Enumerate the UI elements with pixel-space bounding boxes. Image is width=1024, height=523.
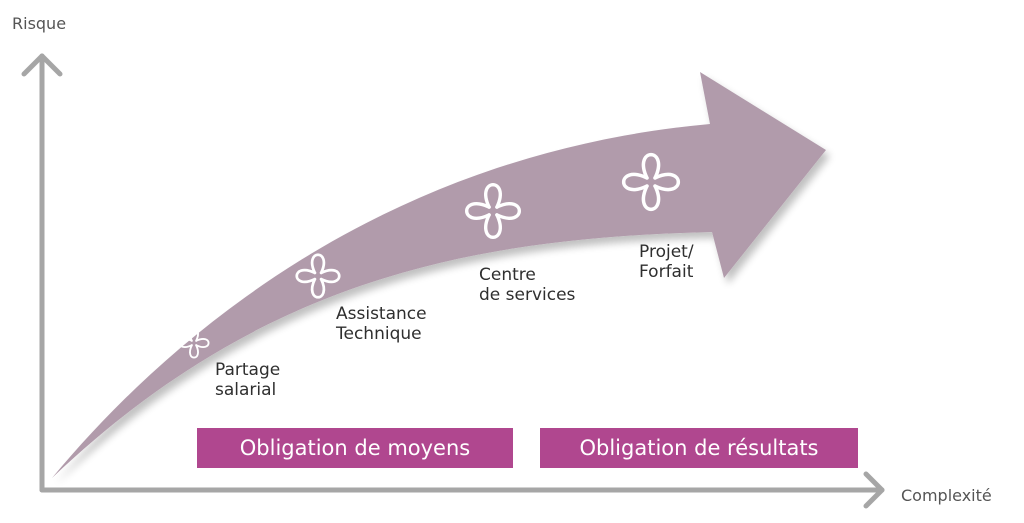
stage-label-assistance-technique: Assistance Technique <box>336 304 427 344</box>
x-axis-arrowhead <box>863 471 885 509</box>
stage-label-line1: Projet/ <box>639 242 694 262</box>
stage-label-line1: Partage <box>215 360 281 380</box>
stage-label-projet-forfait: Projet/ Forfait <box>639 242 694 282</box>
stage-label-line2: Technique <box>336 324 422 344</box>
y-axis-arrowhead <box>21 53 63 77</box>
x-axis-label: Complexité <box>901 486 992 505</box>
stage-label-line1: Centre <box>479 265 536 285</box>
stage-label-partage-salarial: Partage salarial <box>215 360 280 400</box>
stage-label-line2: de services <box>479 285 576 305</box>
stage-label-line1: Assistance <box>336 304 427 324</box>
progression-arrow <box>52 72 826 478</box>
stage-label-centre-de-services: Centre de services <box>479 265 575 305</box>
obligation-moyens-box: Obligation de moyens <box>197 428 513 468</box>
obligation-resultats-box: Obligation de résultats <box>540 428 858 468</box>
axes <box>21 53 885 509</box>
y-axis-label: Risque <box>12 14 67 33</box>
stage-label-line2: salarial <box>215 380 277 400</box>
stage-label-line2: Forfait <box>639 262 694 282</box>
